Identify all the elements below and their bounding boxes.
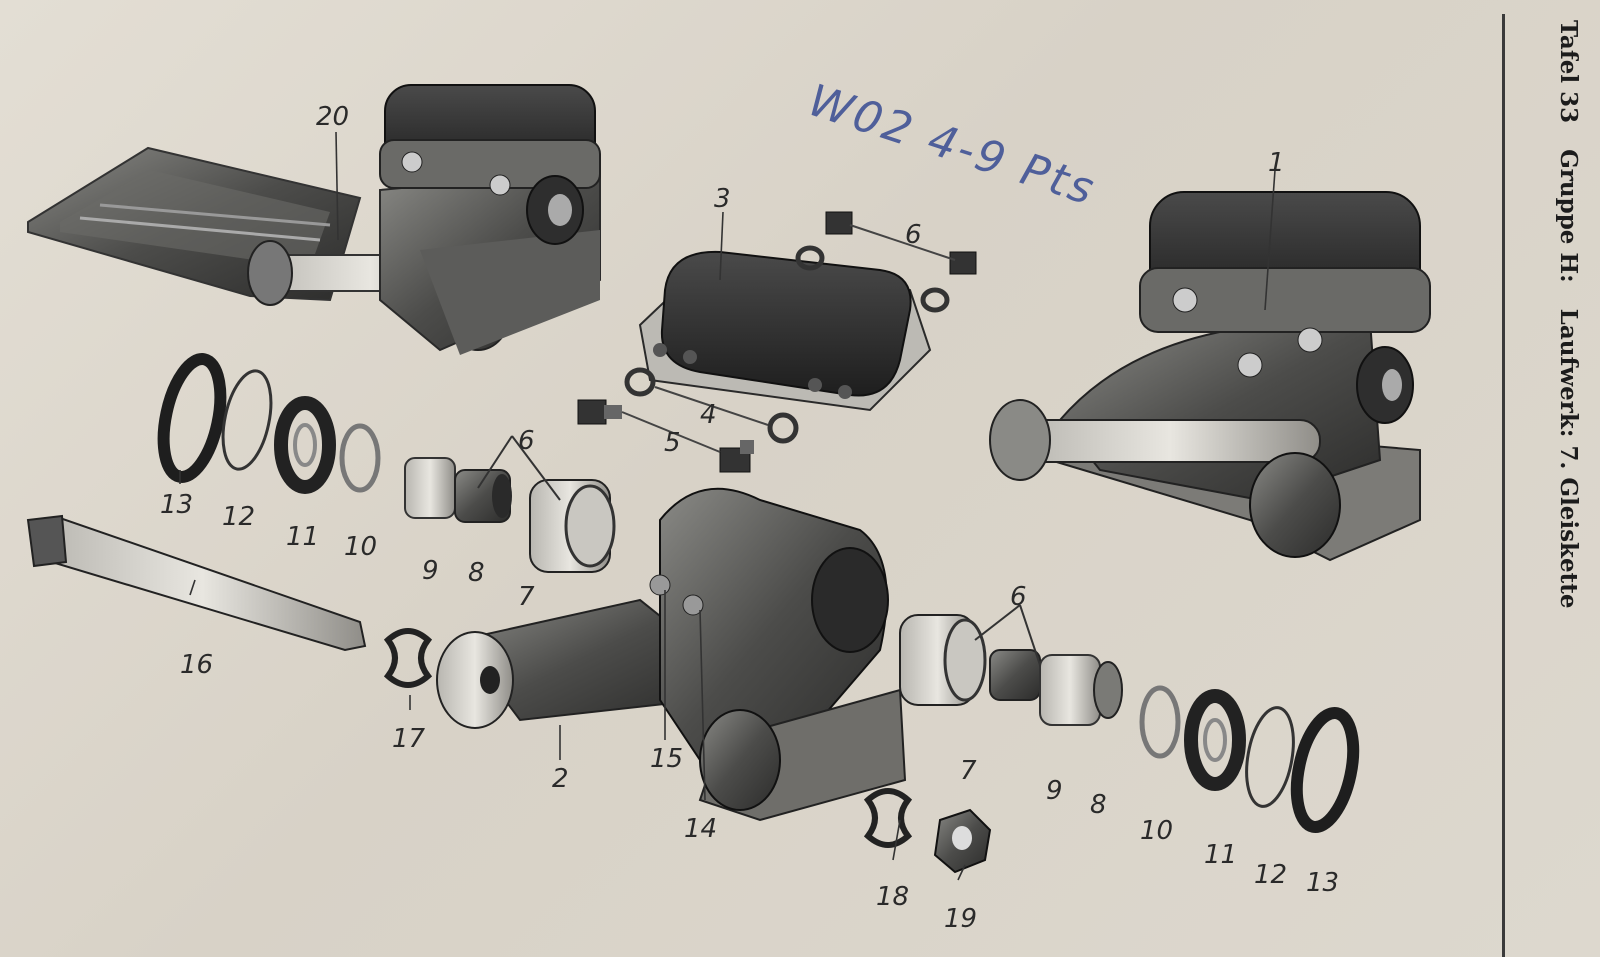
callout-11-left: 11 bbox=[286, 522, 320, 552]
callout-10-left: 10 bbox=[344, 532, 378, 562]
group-label: Gruppe H: bbox=[1555, 149, 1582, 283]
callout-4: 4 bbox=[700, 400, 717, 430]
right-hub-bushing-set bbox=[899, 604, 1123, 726]
right-seal-stack bbox=[1139, 685, 1360, 833]
callout-14: 14 bbox=[684, 814, 718, 844]
callout-7-right: 7 bbox=[960, 756, 977, 786]
callout-3: 3 bbox=[714, 184, 731, 214]
spring-clips bbox=[383, 628, 913, 848]
callout-8-left: 8 bbox=[468, 558, 485, 588]
part-16-pin bbox=[26, 514, 367, 652]
callout-6-left: 6 bbox=[518, 426, 535, 456]
part-4-washers bbox=[624, 245, 950, 444]
callout-1: 1 bbox=[1268, 148, 1285, 178]
callout-16: 16 bbox=[180, 650, 214, 680]
left-seal-stack bbox=[157, 353, 381, 494]
callout-6-top: 6 bbox=[905, 220, 922, 250]
callout-13-left: 13 bbox=[160, 490, 194, 520]
callout-11-right: 11 bbox=[1204, 840, 1238, 870]
plate-border-line bbox=[1502, 14, 1505, 957]
callout-12-left: 12 bbox=[222, 502, 256, 532]
callout-19: 19 bbox=[944, 904, 978, 934]
part-2-bogie-bracket bbox=[436, 487, 907, 822]
callout-13-right: 13 bbox=[1306, 868, 1340, 898]
callout-17: 17 bbox=[392, 724, 426, 754]
callout-5: 5 bbox=[664, 428, 681, 458]
callout-6-right: 6 bbox=[1010, 582, 1027, 612]
section-label: Laufwerk: 7. Gleiskette bbox=[1555, 308, 1582, 609]
callout-12-right: 12 bbox=[1254, 860, 1288, 890]
part-20-assembled-bogie bbox=[27, 84, 601, 355]
callout-7-left: 7 bbox=[518, 582, 535, 612]
left-hub-bushing-set bbox=[404, 435, 616, 573]
callout-9-left: 9 bbox=[422, 556, 439, 586]
callout-2: 2 bbox=[552, 764, 569, 794]
part-5-bolts bbox=[577, 211, 977, 473]
callout-9-right: 9 bbox=[1046, 776, 1063, 806]
plate-number: Tafel 33 bbox=[1555, 20, 1582, 124]
part-1-assembled-bogie bbox=[989, 191, 1431, 562]
plate-header: Tafel 33 Gruppe H: Laufwerk: 7. Gleisket… bbox=[1555, 20, 1582, 627]
leader-lines bbox=[179, 131, 1276, 881]
part-3-cover-cap bbox=[638, 250, 932, 412]
callout-8-right: 8 bbox=[1090, 790, 1107, 820]
callout-18: 18 bbox=[876, 882, 910, 912]
callout-10-right: 10 bbox=[1140, 816, 1174, 846]
callout-20: 20 bbox=[316, 102, 350, 132]
part-19-nut bbox=[933, 808, 992, 874]
callout-15: 15 bbox=[650, 744, 684, 774]
